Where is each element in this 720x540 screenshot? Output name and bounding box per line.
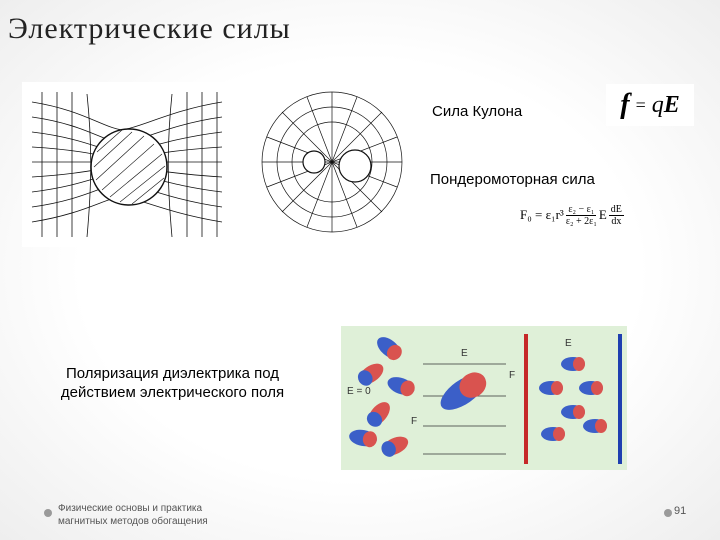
plate-molecules xyxy=(539,357,607,441)
footer-dot-left xyxy=(44,509,52,517)
capacitor-plate-negative xyxy=(618,334,622,464)
polarization-caption: Поляризация диэлектрика под действием эл… xyxy=(30,364,315,402)
coulomb-formula: f = qE xyxy=(606,84,694,126)
formula-equals: = xyxy=(636,95,646,116)
label-f-right: F xyxy=(509,370,515,381)
field-lines-svg xyxy=(22,82,422,247)
coulomb-force-label: Сила Кулона xyxy=(432,103,522,120)
central-molecule xyxy=(435,367,491,416)
right-field-lines xyxy=(262,92,402,232)
formula-gradient-fraction: dE dx xyxy=(609,204,624,227)
small-sphere-left xyxy=(303,151,325,173)
formula-lhs: F₀ = ε₁r³ xyxy=(520,207,564,223)
label-e-zero: E = 0 xyxy=(347,386,371,397)
capacitor-plate-positive xyxy=(524,334,528,464)
small-sphere-right xyxy=(339,150,371,182)
polarization-diagram: E = 0 E E F F xyxy=(341,326,627,470)
footer-text: Физические основы и практика магнитных м… xyxy=(58,502,208,528)
formula-force-symbol: f xyxy=(620,89,629,121)
formula-charge-field: qE xyxy=(652,92,680,119)
footer-dot-right xyxy=(664,509,672,517)
ponderomotive-force-label: Пондеромоторная сила xyxy=(430,171,595,188)
footer-line-2: магнитных методов обогащения xyxy=(58,515,208,528)
label-e-plates: E xyxy=(565,338,572,349)
page-number: 91 xyxy=(674,505,686,517)
ponderomotive-formula: F₀ = ε₁r³ ε₂ − ε₁ ε₂ + 2ε₁ E dE dx xyxy=(520,196,685,234)
left-dielectric-sphere xyxy=(91,129,167,205)
slide-title: Электрические силы xyxy=(8,12,291,46)
label-f-left: F xyxy=(411,416,417,427)
formula-permittivity-fraction: ε₂ − ε₁ ε₂ + 2ε₁ xyxy=(566,204,597,227)
label-e: E xyxy=(461,348,468,359)
formula-field: E xyxy=(599,207,607,223)
footer-line-1: Физические основы и практика xyxy=(58,502,208,515)
field-lines-figure xyxy=(22,82,422,247)
polarization-svg: E = 0 E E F F xyxy=(341,326,627,470)
